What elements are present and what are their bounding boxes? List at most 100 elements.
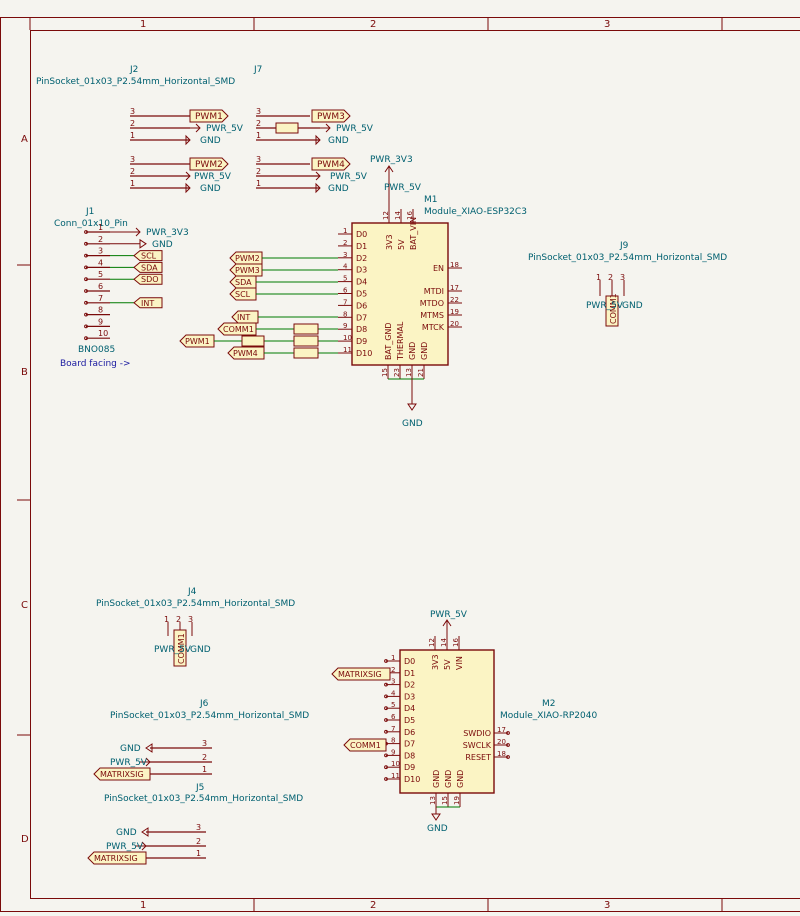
frame-col-2-top: 2 [370,19,376,30]
j1-part-label: BNO085 [78,345,115,355]
m1-bottom-pin-number: 15 [381,368,389,377]
m2-left-pin-number: 8 [391,737,395,745]
j5-net-pwr5v: PWR_5V [106,842,144,852]
j1-pin-number: 4 [98,258,103,267]
connector-j5[interactable]: J5 PinSocket_01x03_P2.54mm_Horizontal_SM… [87,783,303,865]
connector-j2-second[interactable]: 3 2 1 PWM2 PWR_5V GND [130,155,232,194]
j7-net-label-pwm3 [311,109,351,123]
j5-pin-1: 1 [196,849,201,858]
m1-jumper-pad [293,335,319,347]
m2-left-pin-number: 9 [391,748,395,756]
m2-right-pin-number: 17 [497,726,506,734]
j2-ref: J2 [129,65,138,75]
j6-gnd-symbol [145,743,153,753]
m2-bottom-pin-number: 13 [429,796,437,805]
j4-gnd: GND [190,645,211,655]
sheet-frame [0,17,800,912]
j1-ref: J1 [85,207,94,217]
j1-net: SDA [141,263,158,272]
j7b-net-pwr5v: PWR_5V [330,172,368,182]
connector-j1[interactable]: J1 Conn_01x10_Pin 1PWR_3V32GND3SCL4SDA5S… [54,207,189,369]
connector-j7-second[interactable]: 3 2 1 PWM4 PWR_5V GND [256,155,368,194]
m2-right-pin-number: 20 [497,738,506,746]
m1-left-pin-name: D2 [356,254,367,263]
j5-matrixsig-label-box [87,851,147,865]
j7b-pin-1: 1 [256,179,261,188]
j7-pin-2: 2 [256,119,261,128]
j1-pin-number: 1 [98,223,103,232]
m2-right-pin-dot [506,755,510,759]
j9-pin-2: 2 [608,273,613,282]
m1-left-pin-name: D7 [356,313,367,322]
j1-pin-dot [84,253,88,258]
j2-value: PinSocket_01x03_P2.54mm_Horizontal_SMD [36,77,235,87]
m1-ref: M1 [424,195,438,205]
connector-j9[interactable]: J9 PinSocket_01x03_P2.54mm_Horizontal_SM… [528,241,727,327]
j6-net-pwr5v: PWR_5V [110,758,148,768]
j6-value: PinSocket_01x03_P2.54mm_Horizontal_SMD [110,711,309,721]
j2-net-label-pwm1 [189,109,229,123]
m2-left-pin-dot [384,706,388,711]
m2-ref: M2 [542,699,556,709]
m1-left-pin-name: D10 [356,349,372,358]
m1-net-label: SCL [235,290,251,299]
j1-net-label-box [133,273,163,285]
m2-top-pin-number: 12 [428,638,436,647]
m2-left-pin-dot [384,777,388,781]
j1-pin-dot [84,241,88,246]
j1-net: SDO [141,275,159,284]
frame-row-c: C [21,600,28,611]
j7b-net-label-pwm4 [311,157,351,171]
m1-left-pin-number: 11 [343,346,352,354]
connector-j6[interactable]: J6 PinSocket_01x03_P2.54mm_Horizontal_SM… [93,699,309,781]
connector-j2[interactable]: J2 PinSocket_01x03_P2.54mm_Horizontal_SM… [36,65,244,146]
m2-left-pin-name: D4 [404,704,415,713]
j2b-net-pwr5v: PWR_5V [194,172,232,182]
connector-j7[interactable]: J7 3 2 1 PWM3 PWR_5V GND [253,65,374,146]
j2-net-pwm1: PWM1 [195,112,223,122]
j4-value: PinSocket_01x03_P2.54mm_Horizontal_SMD [96,599,295,609]
m1-left-pin-number: 8 [343,310,347,318]
m2-left-pin-name: D0 [404,657,415,666]
j4-ref: J4 [187,587,197,597]
j1-pin-number: 7 [98,294,103,303]
j6-matrixsig-label-box [93,767,151,781]
j6-ref: J6 [199,699,209,709]
m2-left-pin-dot [384,753,388,758]
connector-j4[interactable]: J4 PinSocket_01x03_P2.54mm_Horizontal_SM… [96,587,295,667]
m1-left-pin-name: D4 [356,278,367,287]
j9-comm1-label-box [605,295,619,327]
m1-right-pin-number: 18 [450,261,459,269]
m1-left-pin-name: D8 [356,325,367,334]
j7-net-pwr5v: PWR_5V [336,124,374,134]
j1-pin-dot [84,312,88,317]
j2-gnd-symbol [185,134,191,146]
j7b-gnd-symbol [315,182,321,194]
j9-power: PWR_5V [586,301,624,311]
j2b-pin-1: 1 [130,179,135,188]
m2-left-pin-dot [384,682,388,687]
j2b-pin-2: 2 [130,167,135,176]
j5-net-matrixsig: MATRIXSIG [94,854,138,863]
m1-top-pin-name: BAT_VIN [409,217,418,250]
j1-net-label-box [133,261,163,273]
m2-left-pin-number: 4 [391,689,396,697]
m1-right-pin-number: 22 [450,296,459,304]
m1-top-pin-number: 14 [394,211,402,220]
j5-power-arrow [136,841,147,851]
m2-left-pin-name: D9 [404,763,415,772]
m2-top-pin-name: 5V [443,659,452,670]
j1-power-arrow [110,227,141,237]
j5-value: PinSocket_01x03_P2.54mm_Horizontal_SMD [104,794,303,804]
m2-left-pin-dot [384,729,388,734]
j7b-pin-2: 2 [256,167,261,176]
j4-comm1-label: COMM1 [177,633,186,664]
m2-left-pin-number: 11 [391,772,400,780]
m2-right-pin-name: SWCLK [463,741,492,750]
m2-bottom-pin-name: GND [432,770,441,788]
j5-net-gnd: GND [116,828,137,838]
